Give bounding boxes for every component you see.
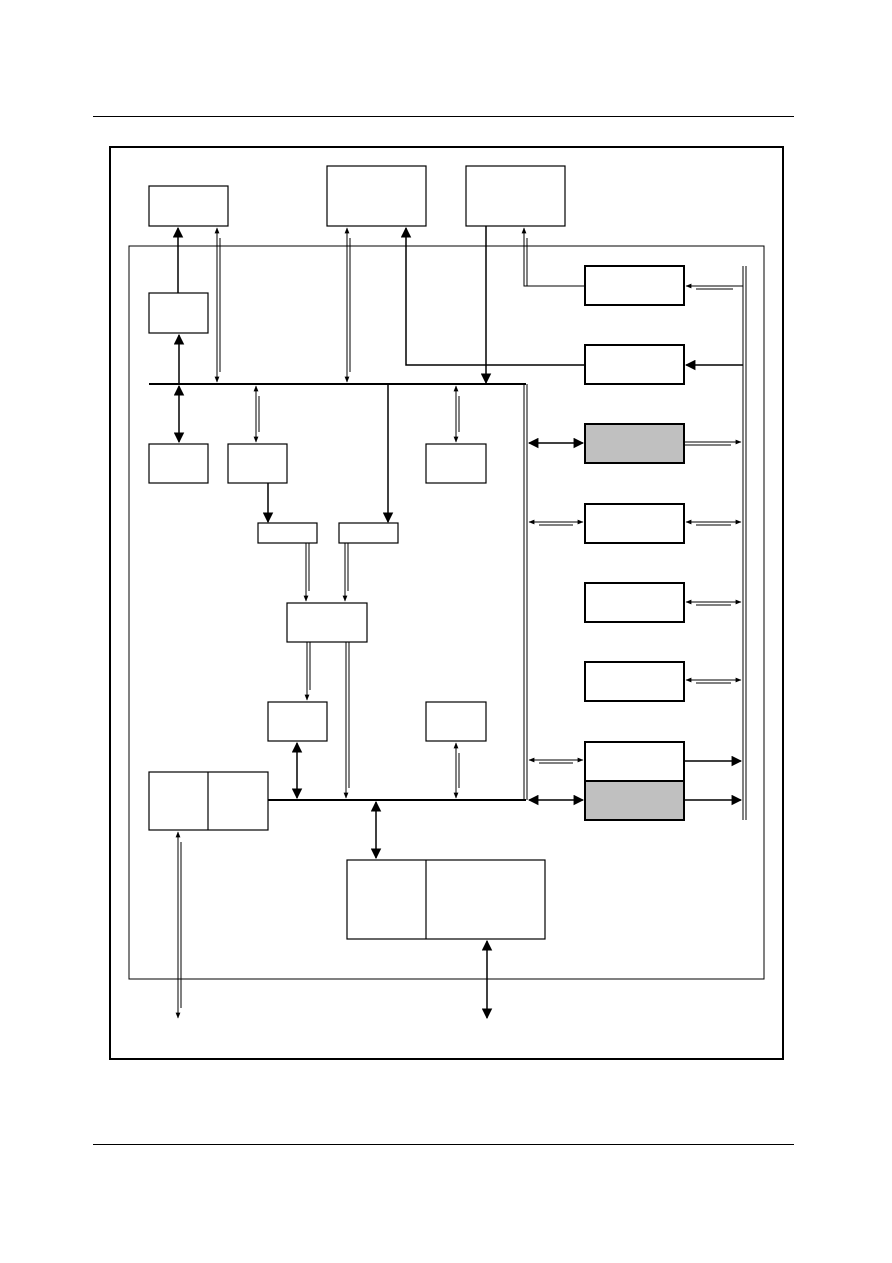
peripheral-5 bbox=[584, 582, 685, 623]
bus-left-block-2 bbox=[227, 443, 288, 484]
thin-block-1 bbox=[257, 522, 318, 544]
peripheral-7 bbox=[584, 741, 685, 782]
bus-right-block bbox=[425, 443, 487, 484]
top-left-block bbox=[148, 185, 229, 227]
outer-frame bbox=[109, 146, 784, 1060]
thin-block-2 bbox=[338, 522, 399, 544]
top-right-block bbox=[465, 165, 566, 227]
lower-right-block bbox=[425, 701, 487, 742]
peripheral-3 bbox=[584, 423, 685, 464]
peripheral-2 bbox=[584, 344, 685, 385]
top-center-block bbox=[326, 165, 427, 227]
bus-left-block-1 bbox=[148, 443, 209, 484]
center-block bbox=[286, 602, 368, 643]
left-small-block bbox=[148, 292, 209, 334]
inner-boundary bbox=[128, 245, 765, 980]
peripheral-4 bbox=[584, 503, 685, 544]
peripheral-6 bbox=[584, 661, 685, 702]
peripheral-1 bbox=[584, 265, 685, 306]
peripheral-8 bbox=[584, 780, 685, 821]
footer-rule bbox=[93, 1144, 794, 1145]
lower-left-block bbox=[267, 701, 328, 742]
header-rule bbox=[93, 116, 794, 117]
bottom-split-block bbox=[346, 859, 546, 940]
